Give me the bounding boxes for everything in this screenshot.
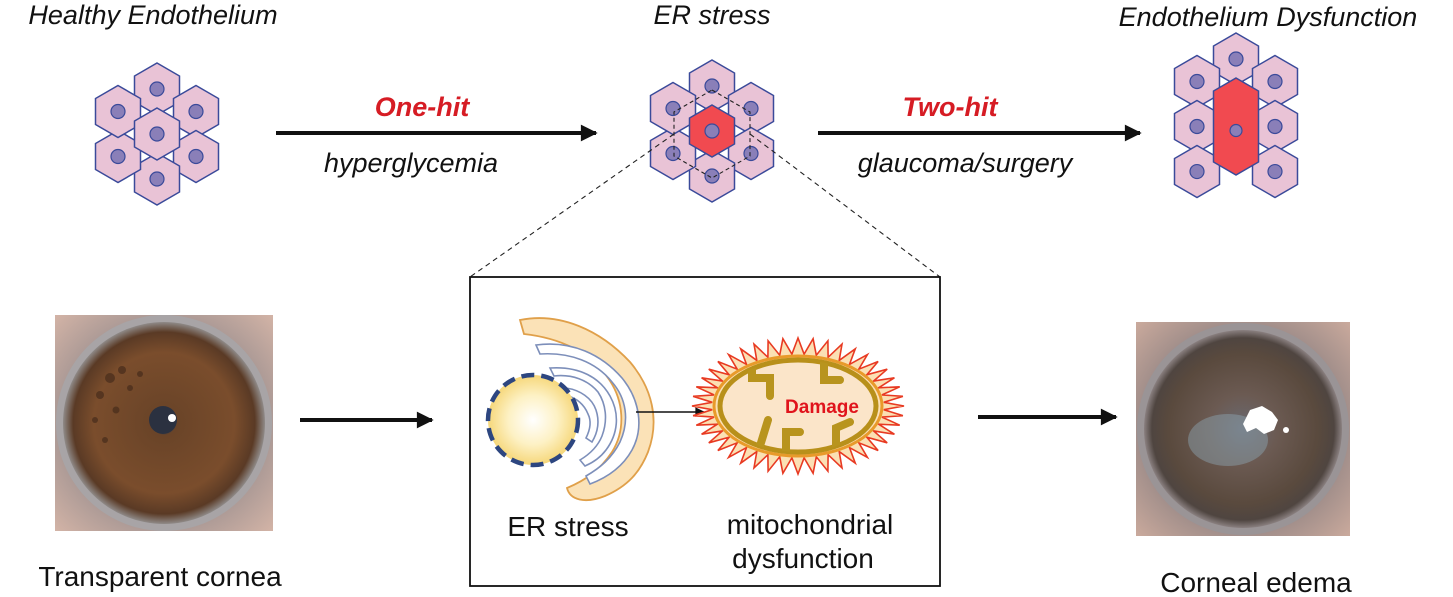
healthy-cell-cluster [94,62,220,206]
glaucoma-surgery-label: glaucoma/surgery [858,148,1074,178]
cell-nucleus [665,145,681,162]
cell-nucleus [743,100,759,117]
cell-nucleus [704,123,720,139]
cell-nucleus [110,103,126,120]
er-stress-label: ER stress [507,511,628,542]
zoom-line-right [749,133,941,278]
transparent-cornea-caption: Transparent cornea [38,561,282,592]
cell-nucleus [1189,118,1205,135]
corneal-edema-caption: Corneal edema [1160,567,1352,597]
cell-nucleus [149,81,165,97]
er-stress-title: ER stress [653,0,770,30]
mitochondrial-label: mitochondrial [727,509,894,540]
cell-nucleus [1189,163,1205,180]
transparent-cornea-photo [55,315,273,531]
dysfunction-label: dysfunction [732,543,874,574]
endoplasmic-reticulum-icon [485,317,655,502]
cell-nucleus [110,148,126,165]
two-hit-label: Two-hit [903,92,999,122]
corneal-edema-photo [1136,322,1350,536]
cell-nucleus [1267,73,1283,90]
cell-nucleus [1189,73,1205,90]
cell-nucleus [188,148,204,165]
er-stress-cell-cluster [649,59,775,203]
hyperglycemia-label: hyperglycemia [324,148,498,178]
cell-nucleus [188,103,204,120]
cell-nucleus [743,145,759,162]
healthy-endothelium-title: Healthy Endothelium [28,0,277,30]
cell-nucleus [149,126,165,142]
cell-nucleus [1267,118,1283,135]
one-hit-label: One-hit [375,92,470,122]
endothelium-dysfunction-title: Endothelium Dysfunction [1119,2,1418,32]
cell-nucleus [1267,163,1283,180]
mechanism-box [469,276,941,587]
cell-nucleus [1228,51,1244,67]
dysfunction-cell-cluster [1173,32,1299,199]
cell-nucleus [704,168,720,184]
cell-nucleus [704,78,720,94]
damaged-mitochondrion-icon [691,335,905,477]
cell-nucleus [665,100,681,117]
stressed-cell-highlight [673,89,751,179]
zoom-line-left [469,133,675,278]
cell-nucleus [149,171,165,187]
cell-nucleus [1229,123,1243,138]
damage-label: Damage [785,397,859,418]
